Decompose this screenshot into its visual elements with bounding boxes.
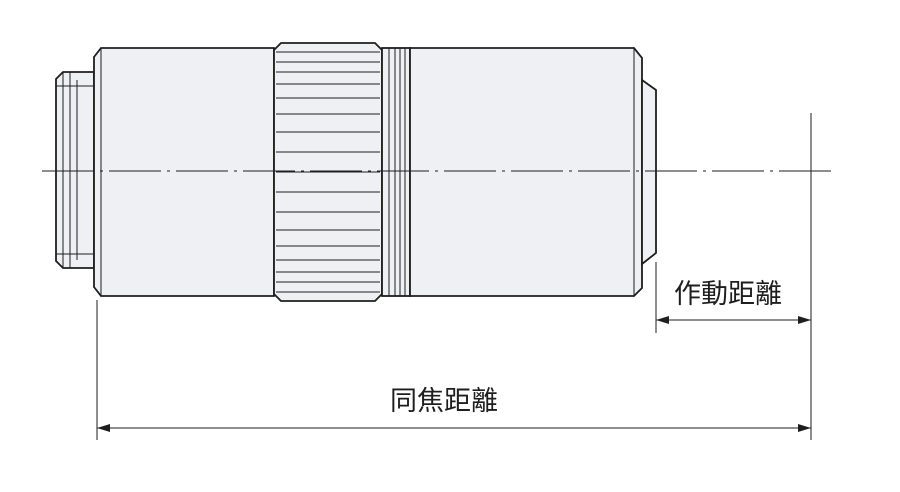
rear-barrel: [93, 47, 275, 297]
collar-grooves: [381, 47, 411, 297]
thread-mount: [55, 71, 95, 269]
lens-nose: [641, 78, 657, 266]
front-barrel: [409, 47, 643, 297]
parfocal-distance-dimension: [97, 424, 811, 432]
working-distance-label: 作動距離: [674, 279, 782, 310]
working-distance-dimension: [656, 316, 811, 324]
knurled-ring: [273, 42, 383, 302]
parfocal-distance-label: 同焦距離: [390, 386, 498, 417]
